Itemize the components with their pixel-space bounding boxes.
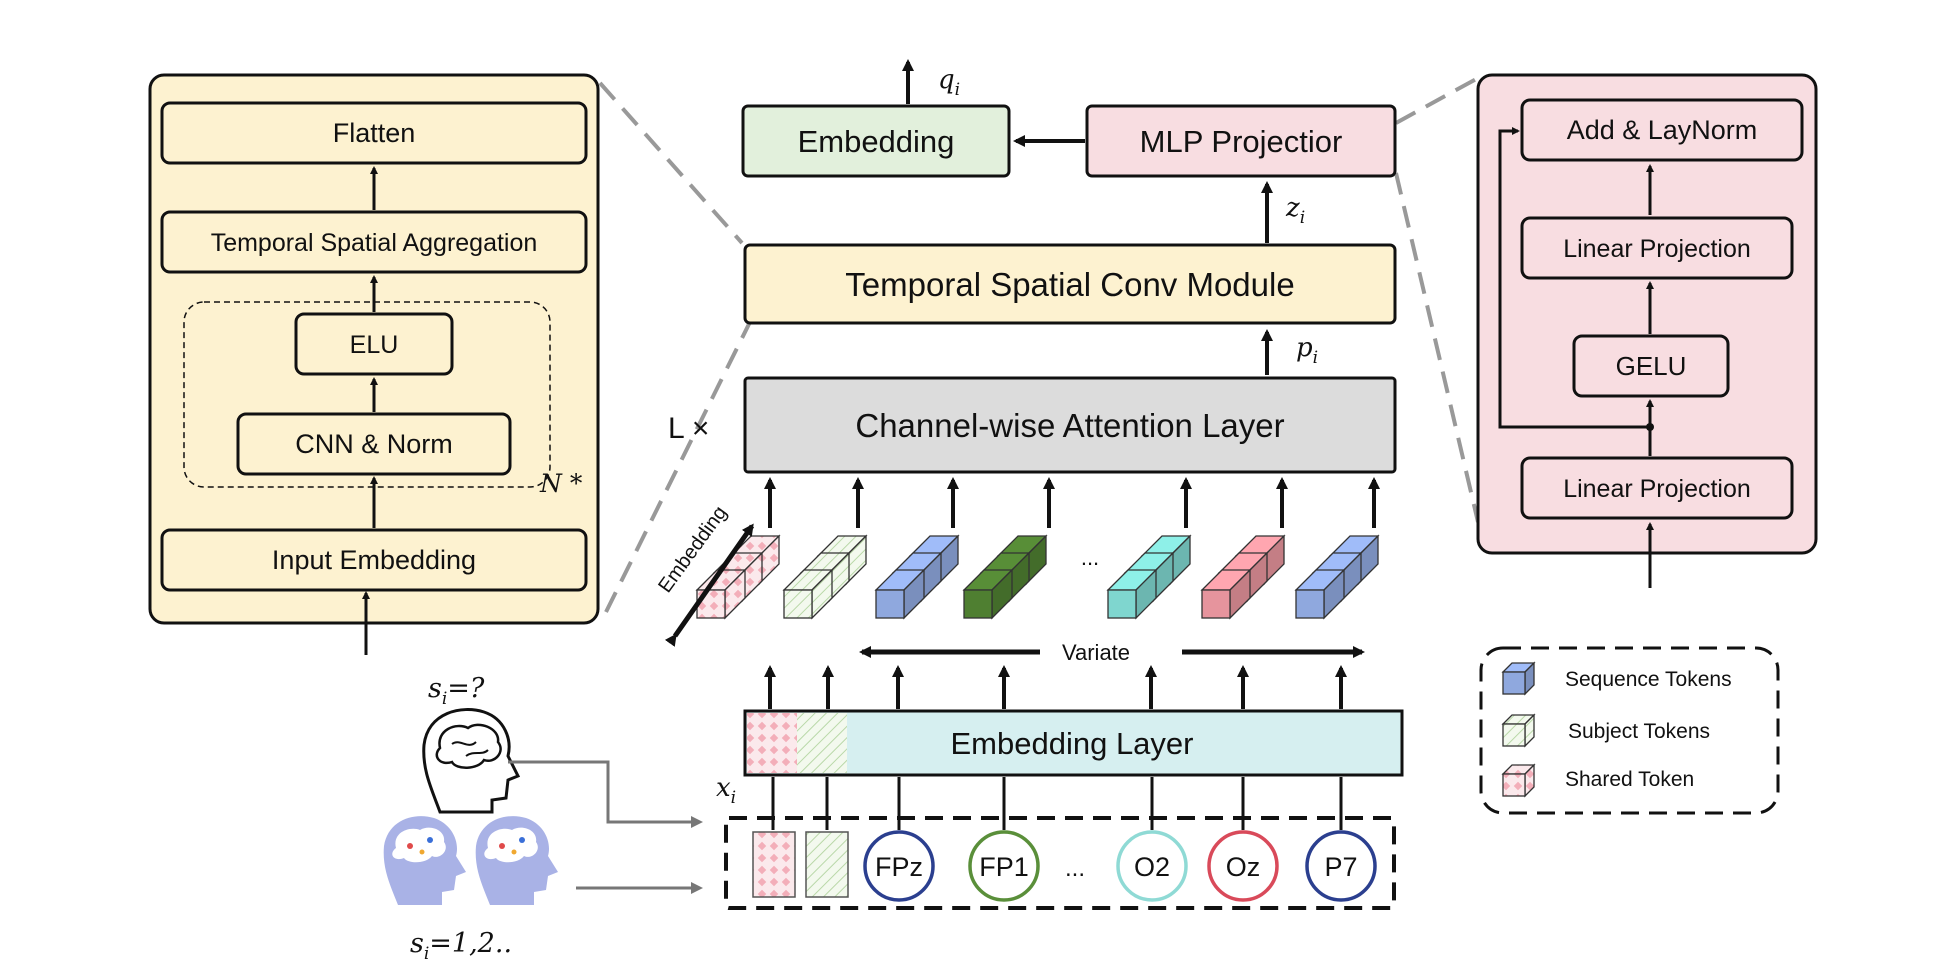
channel-oz-label: Oz xyxy=(1226,852,1261,882)
shared-token-input xyxy=(752,831,796,898)
ts-conv-module-label: Temporal Spatial Conv Module xyxy=(845,266,1294,303)
token-cube xyxy=(1200,568,1252,620)
channel-o2-label: O2 xyxy=(1134,852,1170,882)
cnn-label: CNN & Norm xyxy=(295,429,453,459)
unknown-subject-arrow xyxy=(508,760,703,828)
center-stack: Embedding qi MLP Projectior zi Temporal … xyxy=(654,59,1404,910)
channel-p7: P7 xyxy=(1305,830,1377,902)
channel-p7-label: P7 xyxy=(1324,852,1357,882)
zoom-line-left-bottom xyxy=(604,321,752,613)
elu-box: ELU xyxy=(294,312,454,376)
mlp-projection-box: MLP Projectior xyxy=(1085,104,1397,178)
token-columns xyxy=(695,534,1380,620)
pink-checkered-cube-icon xyxy=(1501,763,1536,798)
legend-shared-label: Shared Token xyxy=(1565,768,1694,791)
blue-cube-icon xyxy=(1501,661,1536,696)
aggregation-box: Temporal Spatial Aggregation xyxy=(160,210,588,274)
embedding-layer-box: Embedding Layer xyxy=(743,709,1404,777)
input-embedding-box: Input Embedding xyxy=(160,528,588,592)
embedding-output-label: Embedding xyxy=(798,124,955,159)
input-embedding-label: Input Embedding xyxy=(272,545,476,575)
channel-fp1: FP1 xyxy=(968,830,1040,902)
left-panel: Flatten Temporal Spatial Aggregation N *… xyxy=(148,73,600,655)
token-cube xyxy=(874,568,926,620)
embedding-layer-label: Embedding Layer xyxy=(951,726,1194,761)
embedding-axis-arrow xyxy=(664,523,755,647)
linear-bottom-box: Linear Projection xyxy=(1520,456,1794,520)
legend: Sequence Tokens Subject Tokens Shared To… xyxy=(1479,646,1780,815)
flatten-box: Flatten xyxy=(160,101,588,165)
token-arrows-up xyxy=(764,477,1380,528)
gelu-box: GELU xyxy=(1572,334,1730,398)
repeat-block xyxy=(183,301,551,488)
gelu-label: GELU xyxy=(1616,351,1687,381)
zoom-line-left-top xyxy=(598,81,744,245)
addnorm-label: Add & LayNorm xyxy=(1567,115,1758,145)
channel-input-box xyxy=(724,816,1396,910)
channel-ellipsis: ... xyxy=(1065,855,1085,882)
unknown-subject-label: si=? xyxy=(428,673,485,709)
token-cube xyxy=(1106,568,1158,620)
repeat-n-label: N * xyxy=(539,469,583,498)
channel-fpz-label: FPz xyxy=(875,852,923,882)
token-ellipsis: ... xyxy=(1081,545,1099,570)
linear-bottom-label: Linear Projection xyxy=(1563,475,1751,503)
aggregation-label: Temporal Spatial Aggregation xyxy=(211,229,538,257)
q-label: qi xyxy=(938,65,960,100)
channel-stems xyxy=(771,777,1343,830)
zoom-line-right-top xyxy=(1395,76,1479,125)
flatten-label: Flatten xyxy=(333,118,416,148)
attention-layer-label: Channel-wise Attention Layer xyxy=(855,407,1284,444)
residual-connection xyxy=(1498,127,1650,429)
known-subject-head-icon-2 xyxy=(475,816,558,905)
x-label: xi xyxy=(716,773,736,808)
linear-top-label: Linear Projection xyxy=(1563,235,1751,263)
attention-layer-box: Channel-wise Attention Layer xyxy=(743,376,1397,474)
mlp-label: MLP Projectior xyxy=(1140,124,1343,159)
embedding-output-box: Embedding xyxy=(741,104,1011,178)
known-subject-label: si=1,2.. xyxy=(410,928,512,964)
linear-top-box: Linear Projection xyxy=(1520,216,1794,280)
right-panel: Add & LayNorm Linear Projection GELU Lin… xyxy=(1476,73,1818,588)
addnorm-box: Add & LayNorm xyxy=(1520,98,1804,162)
legend-subject-label: Subject Tokens xyxy=(1568,720,1710,743)
token-cube xyxy=(962,568,1014,620)
embedding-layer-arrows-up xyxy=(764,665,1347,709)
ts-conv-module-box: Temporal Spatial Conv Module xyxy=(743,243,1397,325)
known-subject-head-icon-1 xyxy=(383,816,466,905)
cnn-box: CNN & Norm xyxy=(236,412,512,476)
channel-fp1-label: FP1 xyxy=(979,852,1029,882)
subjects: si=? si=1,2.. xyxy=(383,673,703,964)
right-panel-frame xyxy=(1476,73,1818,555)
elu-label: ELU xyxy=(350,331,399,359)
legend-frame xyxy=(1479,646,1780,815)
legend-sequence-label: Sequence Tokens xyxy=(1565,668,1732,691)
channel-o2: O2 xyxy=(1116,830,1188,902)
unknown-subject-head-icon xyxy=(422,708,521,814)
repeat-l-label: L × xyxy=(668,412,709,445)
subject-token-input xyxy=(805,831,849,898)
variate-label: Variate xyxy=(1062,640,1130,665)
token-cube xyxy=(782,568,834,620)
token-cube xyxy=(1294,568,1346,620)
channel-oz: Oz xyxy=(1207,830,1279,902)
zoom-line-right-bottom xyxy=(1394,172,1480,523)
channel-fpz: FPz xyxy=(863,830,935,902)
z-label: zi xyxy=(1285,193,1305,228)
p-label: pi xyxy=(1296,333,1318,368)
green-striped-cube-icon xyxy=(1501,713,1536,748)
